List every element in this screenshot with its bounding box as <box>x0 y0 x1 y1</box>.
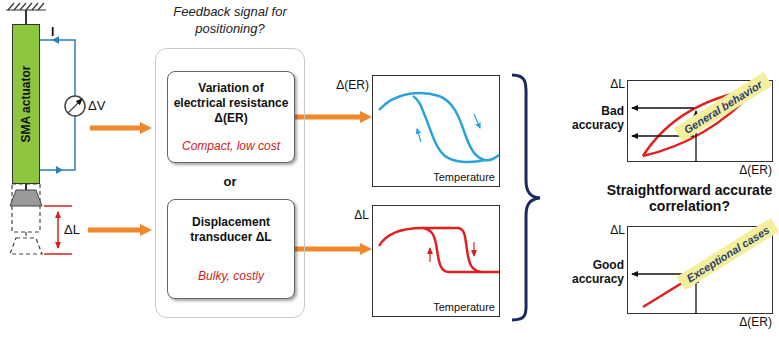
hysteresis-chart: ΔLTemperature <box>372 205 500 317</box>
act-label: SMA actuator <box>19 66 33 143</box>
reading-arrow <box>632 107 694 108</box>
rax-x: Δ(ER) <box>739 163 772 177</box>
frame-title: Feedback signal for positioning? <box>146 3 314 37</box>
highlight-band: General behavior <box>674 72 772 142</box>
box-title: Displacement transducer ΔL <box>172 215 290 245</box>
ax-y: ΔL <box>354 208 369 222</box>
rax-x: Δ(ER) <box>739 315 772 329</box>
curve <box>413 96 485 162</box>
direction-arrow <box>417 129 421 142</box>
hysteresis-chart: Δ(ER)Temperature <box>372 75 500 187</box>
load-weight <box>10 184 42 206</box>
band-label: General behavior <box>682 78 765 136</box>
option-box: Displacement transducer ΔL Bulky, costly <box>167 199 295 299</box>
direction-arrow <box>429 248 430 262</box>
electrical-circuit <box>40 36 85 174</box>
accuracy-note: Bad accuracy <box>568 104 624 132</box>
box-note: Compact, low cost <box>182 139 280 153</box>
displacement-label: ΔL <box>64 222 80 237</box>
accuracy-note: Good accuracy <box>566 258 624 286</box>
ax-y: Δ(ER) <box>336 78 369 92</box>
curve <box>423 228 481 272</box>
signal-arrow <box>295 115 363 120</box>
curve <box>379 228 499 272</box>
signal-arrow <box>295 247 363 252</box>
box-note: Bulky, costly <box>198 269 264 283</box>
rax-y: ΔL <box>610 223 625 237</box>
actuator-rod: SMA actuator <box>12 24 40 184</box>
highlight-band: Exceptional cases <box>677 218 779 291</box>
current-label: I <box>51 25 54 39</box>
extended-actuator-outline <box>10 184 42 254</box>
voltage-label: ΔV <box>88 98 105 113</box>
options-panel: Feedback signal for positioning?orVariat… <box>155 48 305 318</box>
direction-arrow <box>474 114 480 128</box>
ax-x: Temperature <box>433 171 495 183</box>
ax-x: Temperature <box>433 301 495 313</box>
frame-or: or <box>156 174 304 189</box>
option-box: Variation of electrical resistance Δ(ER)… <box>167 71 295 163</box>
ceiling <box>6 3 46 24</box>
box-title: Variation of electrical resistance Δ(ER) <box>172 81 290 126</box>
correlation-chart: ΔLΔ(ER)Exceptional cases <box>627 226 773 314</box>
curly-brace <box>512 75 540 320</box>
band-label: Exceptional cases <box>684 224 771 285</box>
rax-y: ΔL <box>610 77 625 91</box>
question-heading: Straightforward accurate correlation? <box>600 182 779 214</box>
direction-arrow <box>473 242 474 256</box>
signal-arrows <box>88 128 143 230</box>
correlation-chart: ΔLΔ(ER)General behavior <box>627 80 773 162</box>
